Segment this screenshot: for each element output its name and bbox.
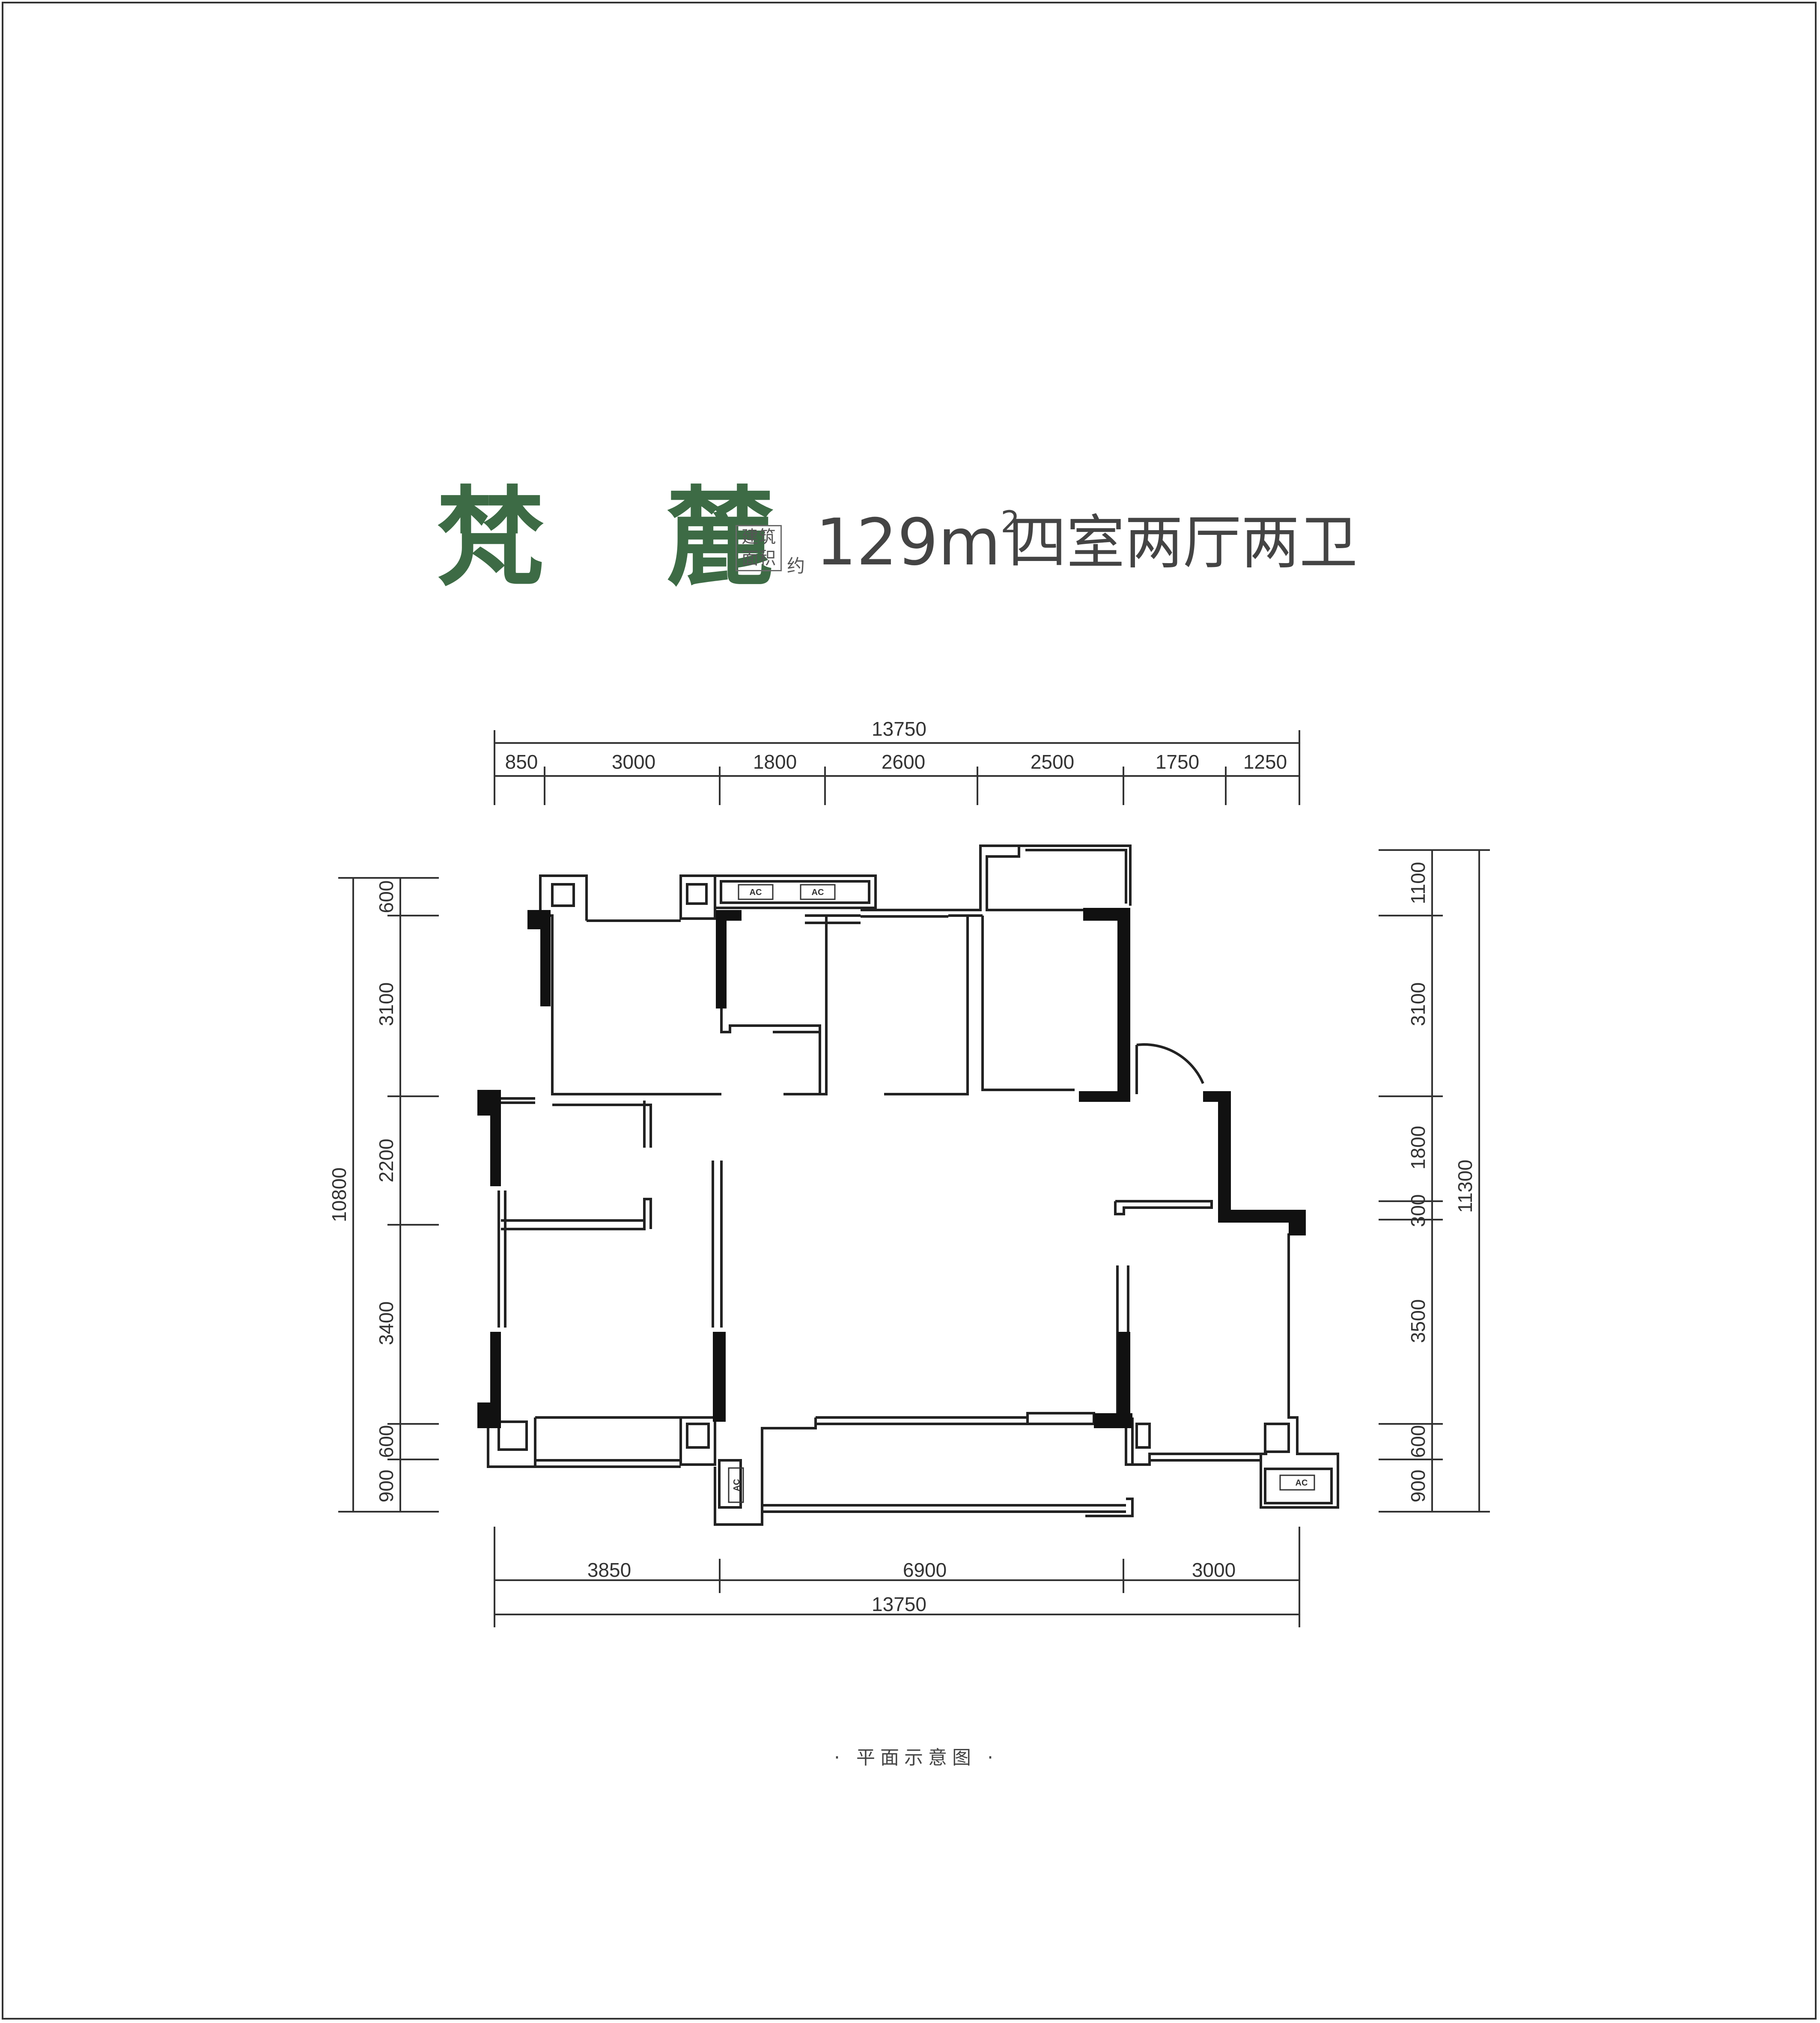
approx-label: 约: [787, 555, 805, 576]
dim-top-3: 2600: [882, 751, 925, 773]
dim-top-1: 3000: [612, 751, 655, 773]
ac-unit-top-1: [738, 884, 774, 900]
dim-right-5: 600: [1407, 1425, 1429, 1458]
dim-right-6: 900: [1407, 1470, 1429, 1503]
area-unit-superscript: 2: [1001, 504, 1020, 540]
dim-right-total: 11300: [1454, 1160, 1476, 1213]
ac-unit-top-2: [800, 884, 836, 900]
dim-right-3: 300: [1407, 1194, 1429, 1227]
walls-outline: [487, 844, 1339, 1526]
area-value: 129m2: [816, 507, 1020, 575]
dim-left-total: 10800: [328, 1167, 350, 1222]
ac-unit-bottom-left: [728, 1467, 744, 1503]
dim-right-4: 3500: [1407, 1299, 1429, 1343]
dim-left-1: 3100: [375, 982, 397, 1026]
dim-left-4: 600: [375, 1425, 397, 1458]
dim-top-total: 13750: [872, 718, 926, 740]
layout-description: 四室两厅两卫: [1008, 509, 1358, 577]
dim-left-3: 3400: [375, 1301, 397, 1345]
ac-unit-bottom-right: [1279, 1474, 1315, 1491]
dimension-lines: [338, 730, 1490, 1627]
project-name: 梵 麓: [437, 474, 817, 600]
ac-label-bottom-right: AC: [1296, 1478, 1308, 1488]
dim-bottom-total: 13750: [872, 1593, 926, 1615]
area-label-box: 建筑 面积: [736, 525, 782, 571]
area-label-line2: 面积: [742, 549, 776, 568]
area-label-line1: 建筑: [742, 527, 776, 547]
dim-bottom-2: 3000: [1192, 1559, 1236, 1581]
dim-top-0: 850: [505, 751, 538, 773]
dimension-labels: 13750 850 3000 1800 2600 2500 1750 1250 …: [328, 718, 1476, 1615]
dim-left-2: 2200: [375, 1139, 397, 1182]
dim-top-4: 2500: [1031, 751, 1074, 773]
area-number: 129m: [816, 505, 1001, 580]
dim-top-2: 1800: [753, 751, 797, 773]
dim-left-5: 900: [375, 1470, 397, 1503]
ac-label-top-1: AC: [750, 888, 762, 897]
dim-top-6: 1250: [1243, 751, 1287, 773]
dim-top-5: 1750: [1156, 751, 1199, 773]
ac-label-top-2: AC: [812, 888, 824, 897]
dim-bottom-0: 3850: [587, 1559, 631, 1581]
ac-label-bottom-left: AC: [732, 1479, 742, 1492]
dim-left-0: 600: [375, 880, 397, 913]
dim-bottom-1: 6900: [903, 1559, 947, 1581]
walls-solid: [477, 908, 1306, 1428]
dim-right-1: 3100: [1407, 982, 1429, 1026]
ac-units: AC AC AC AC: [728, 884, 1315, 1503]
plan-caption: · 平面示意图 ·: [834, 1747, 998, 1769]
dim-right-2: 1800: [1407, 1126, 1429, 1170]
dim-right-0: 1100: [1407, 862, 1429, 904]
